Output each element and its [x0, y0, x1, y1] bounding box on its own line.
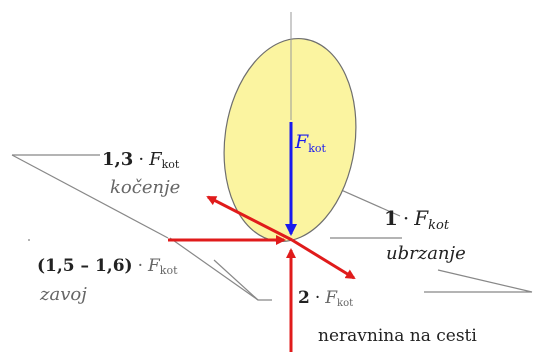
vertical-load-label: Fkot — [294, 131, 326, 155]
braking-factor-label: 1,3·Fkot — [102, 149, 180, 171]
bump-factor-label: 2·Fkot — [298, 288, 353, 309]
cornering-word: zavoj — [39, 284, 87, 305]
braking-word: kočenje — [110, 177, 180, 198]
acceleration-factor-label: 1·Fkot — [384, 206, 450, 233]
acceleration-force-arrow — [291, 238, 356, 280]
cornering-factor-label: (1,5 – 1,6)·Fkot — [37, 256, 178, 277]
plane-lateral-edge — [213, 259, 259, 301]
bump-word: neravnina na cesti — [318, 326, 477, 346]
braking-force-arrow — [206, 195, 293, 242]
acceleration-word: ubrzanje — [386, 243, 466, 264]
plane-longitudinal-left-edge — [11, 154, 169, 239]
